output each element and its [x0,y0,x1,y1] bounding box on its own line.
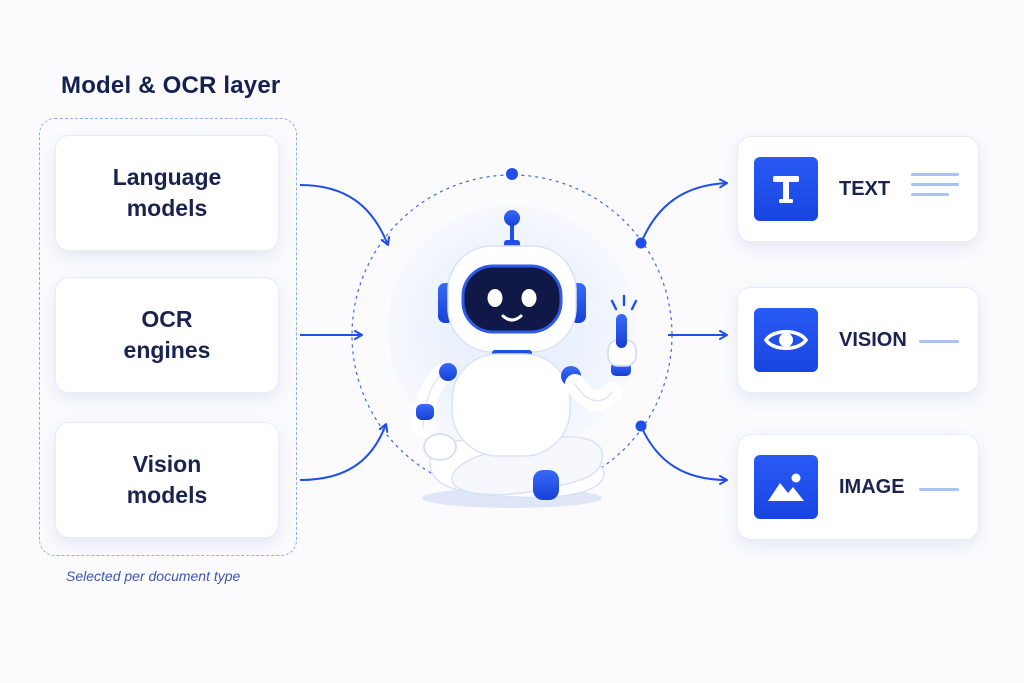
orbit-dot [506,168,518,180]
section-title: Model & OCR layer [61,72,281,99]
vision-line-decoration [919,340,959,350]
input-arrow [299,423,389,481]
group-caption: Selected per document type [66,568,241,584]
card-language-models[interactable]: Language models [55,135,279,251]
output-arrow [640,425,728,485]
input-arrow [299,184,391,246]
output-card-text[interactable]: TEXT [737,136,979,242]
output-card-vision[interactable]: VISION [737,287,979,393]
model-group-box [39,118,297,556]
image-icon [754,455,818,519]
card-label: Language models [112,164,222,221]
card-label: OCR engines [123,306,211,363]
output-label: VISION [839,328,907,351]
text-lines-decoration [911,173,959,203]
eye-icon [754,308,818,372]
output-arrow [640,178,728,244]
output-card-image[interactable]: IMAGE [737,434,979,540]
text-icon [754,157,818,221]
output-label: TEXT [839,177,891,200]
image-line-decoration [919,488,959,498]
card-label: Vision models [126,451,208,508]
output-label: IMAGE [839,475,905,498]
card-vision-models[interactable]: Vision models [55,422,279,538]
robot-illustration [413,210,638,508]
card-ocr-engines[interactable]: OCR engines [55,277,279,393]
